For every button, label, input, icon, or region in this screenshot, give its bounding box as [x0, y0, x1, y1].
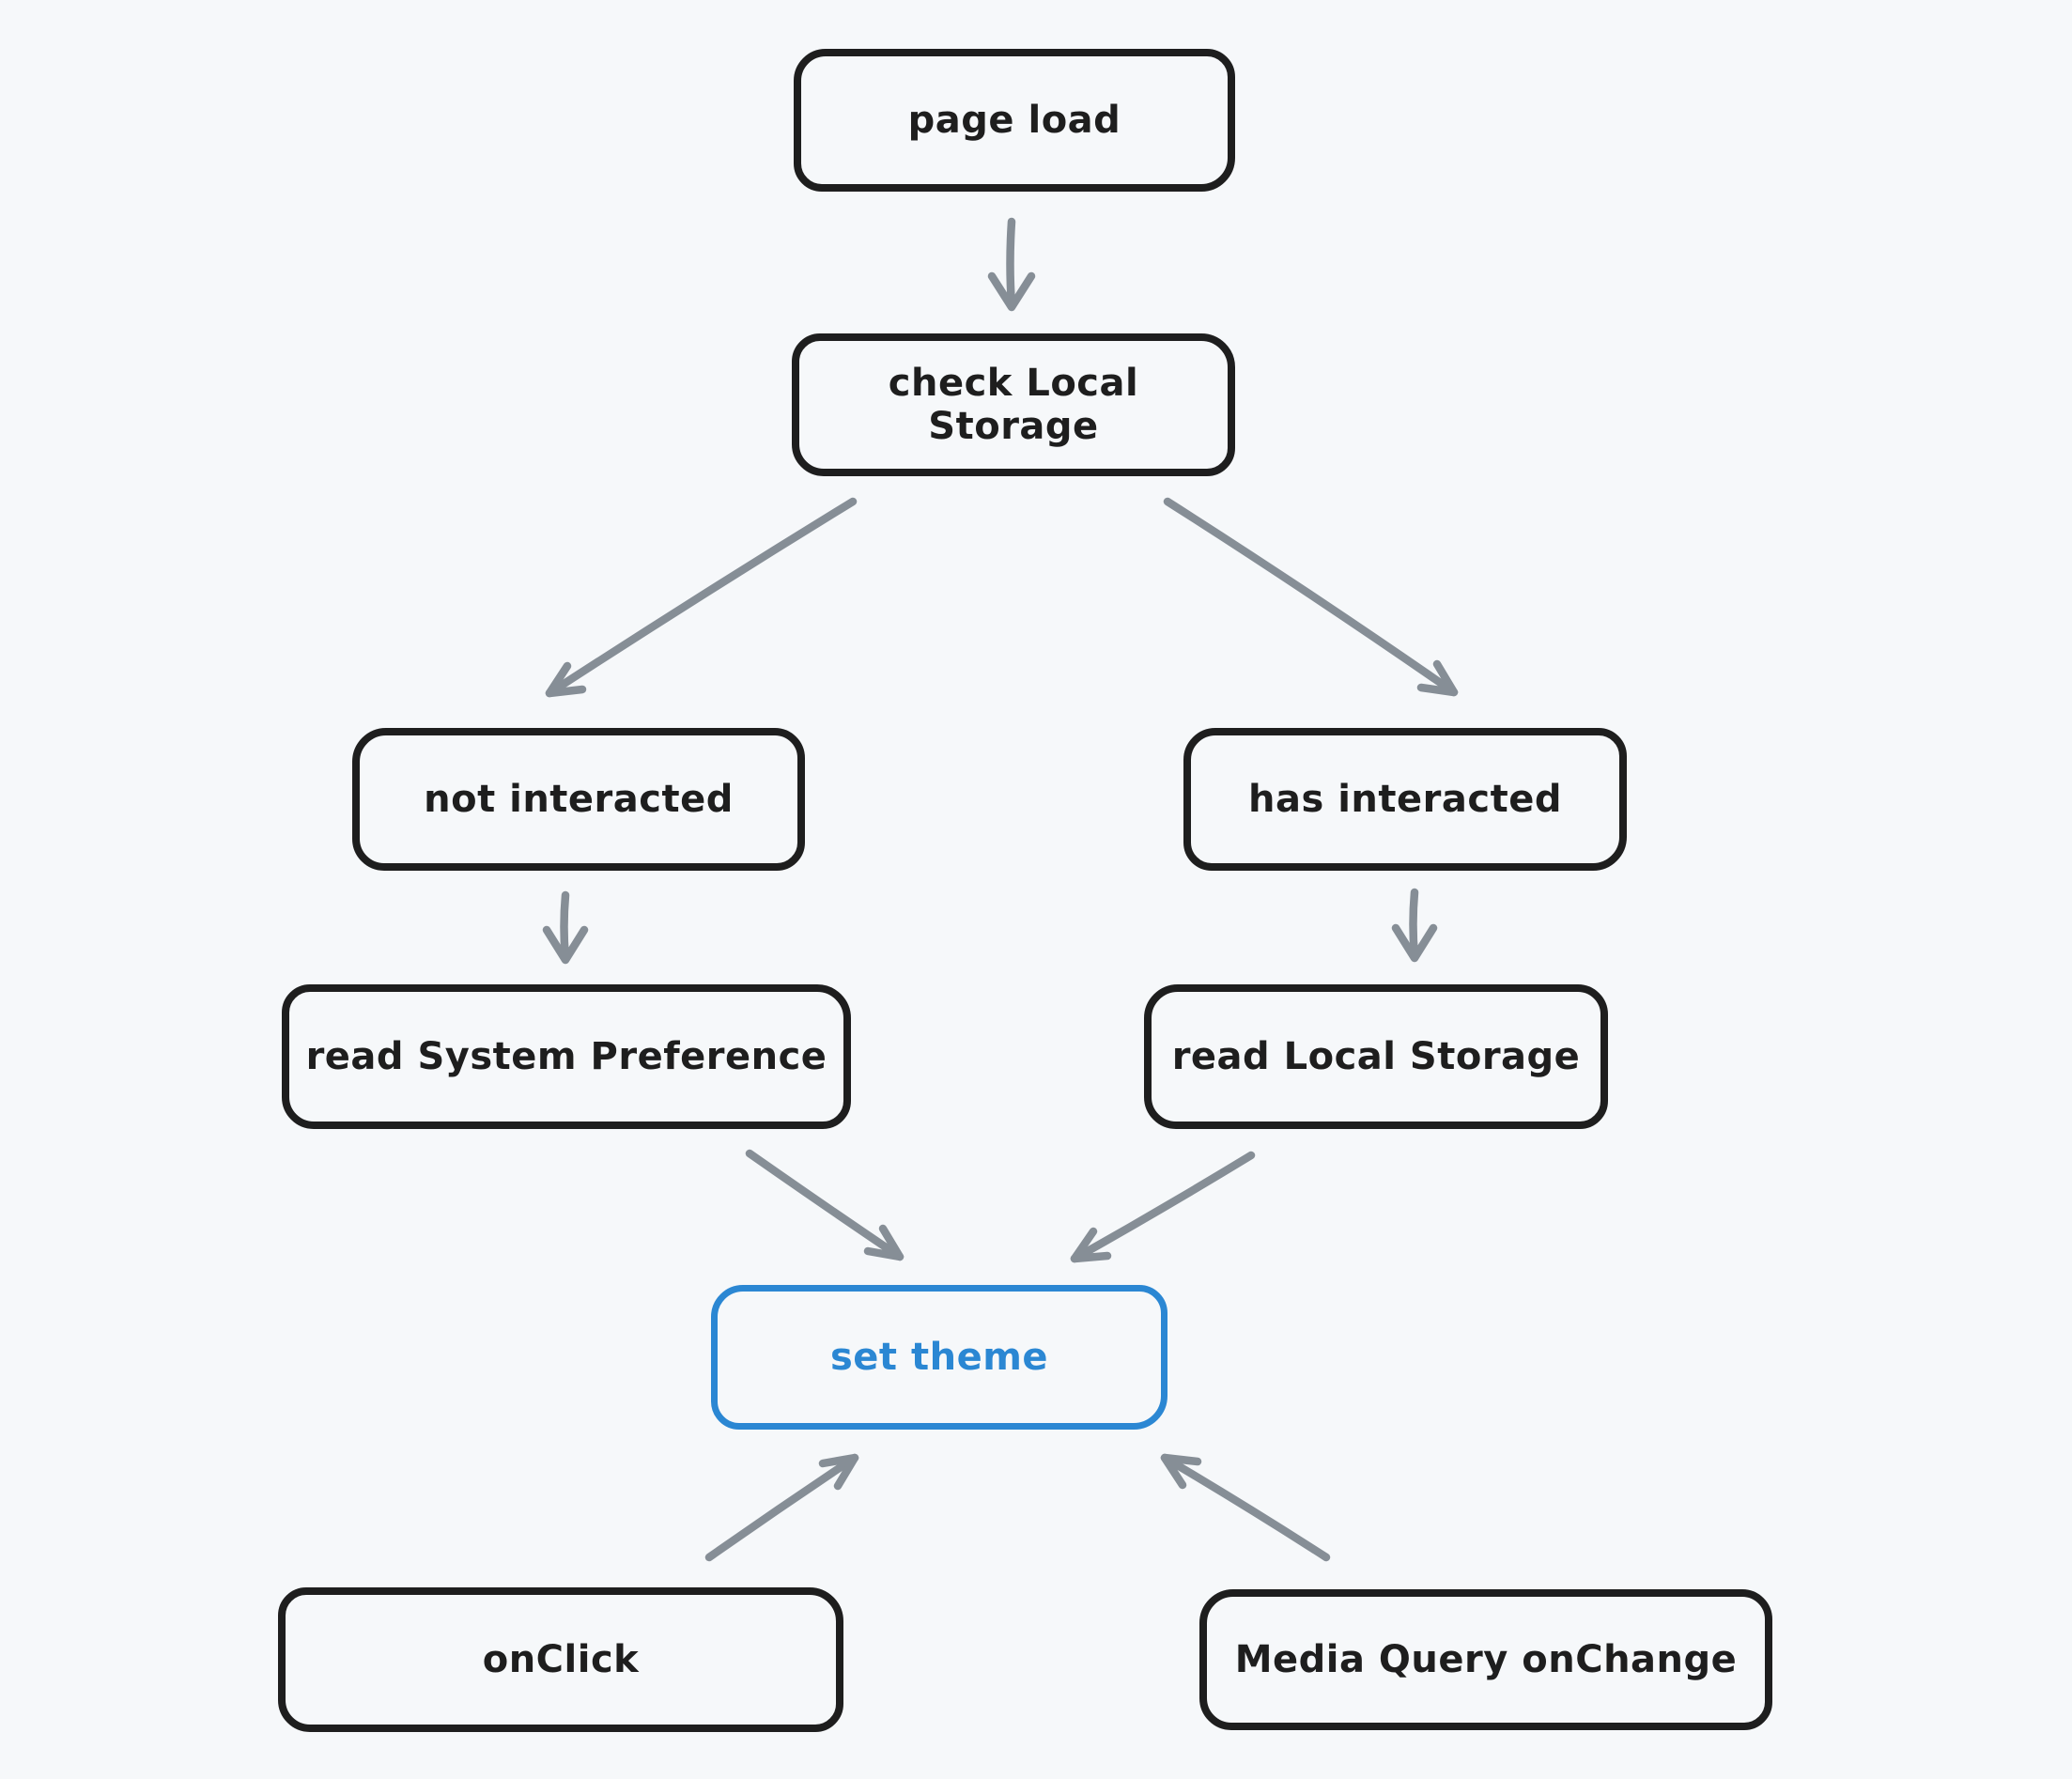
- node-media-query-onchange-label: Media Query onChange: [1234, 1638, 1738, 1681]
- node-has-interacted: has interacted: [1183, 728, 1627, 871]
- node-read-system-preference-label: read System Preference: [305, 1035, 827, 1078]
- node-not-interacted: not interacted: [352, 728, 805, 871]
- node-media-query-onchange: Media Query onChange: [1199, 1589, 1772, 1730]
- node-page-load-label: page load: [907, 99, 1121, 142]
- arrow-has-interacted-to-read-local-storage: [1391, 888, 1438, 963]
- node-read-local-storage: read Local Storage: [1144, 984, 1608, 1129]
- arrow-media-query-onchange-to-set-theme: [1160, 1453, 1331, 1562]
- node-onclick: onClick: [278, 1587, 843, 1732]
- arrow-onclick-to-set-theme: [704, 1453, 859, 1562]
- node-set-theme-label: set theme: [829, 1336, 1049, 1379]
- node-not-interacted-label: not interacted: [424, 778, 734, 821]
- arrow-read-local-storage-to-set-theme: [1070, 1151, 1256, 1263]
- node-read-system-preference: read System Preference: [282, 984, 851, 1129]
- arrow-check-local-storage-to-has-interacted: [1163, 497, 1459, 697]
- node-read-local-storage-label: read Local Storage: [1171, 1035, 1581, 1078]
- node-check-local-storage: check Local Storage: [792, 333, 1235, 476]
- node-check-local-storage-label: check Local Storage: [888, 362, 1139, 448]
- node-has-interacted-label: has interacted: [1248, 778, 1562, 821]
- arrow-not-interacted-to-read-system-preference: [542, 890, 589, 965]
- arrow-read-system-preference-to-set-theme: [745, 1149, 905, 1261]
- arrow-check-local-storage-to-not-interacted: [545, 497, 858, 698]
- node-page-load: page load: [794, 49, 1235, 192]
- node-set-theme: set theme: [711, 1285, 1167, 1430]
- arrow-page-load-to-check-local-storage: [987, 217, 1036, 312]
- node-onclick-label: onClick: [482, 1638, 640, 1681]
